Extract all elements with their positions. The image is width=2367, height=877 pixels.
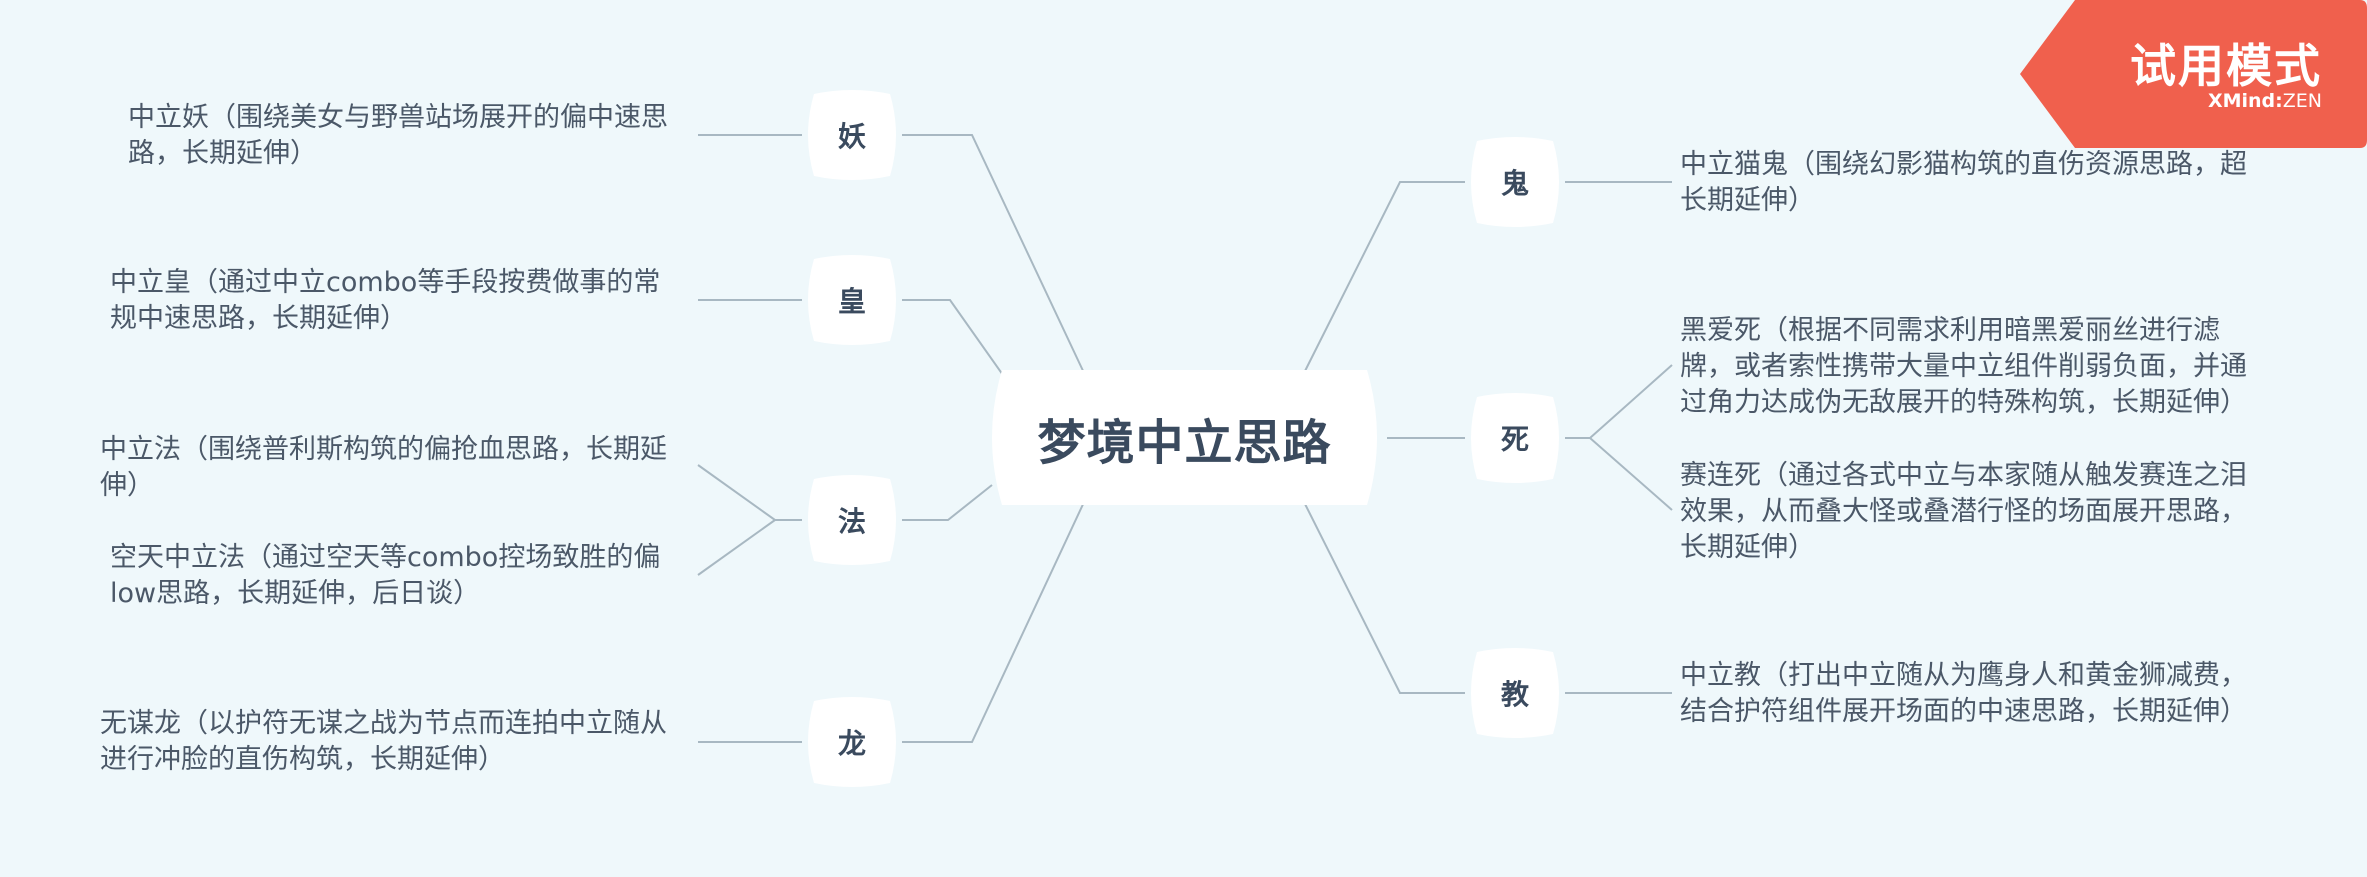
leaf-jiao-1[interactable]: 中立教（打出中立随从为鹰身人和黄金狮减费， 结合护符组件展开场面的中速思路，长期…	[1680, 660, 2247, 727]
branch-shape	[808, 255, 896, 345]
branch-huang[interactable]: 皇	[802, 255, 902, 345]
branch-fa[interactable]: 法	[802, 475, 902, 565]
brand-separator: :	[2275, 90, 2283, 112]
connector-root-long	[902, 499, 1086, 743]
connector-si-leaf-1	[1565, 364, 1673, 439]
badge-shape	[2020, 0, 2367, 148]
branch-shape	[1471, 393, 1559, 483]
leaf-fa-1[interactable]: 中立法（围绕普利斯构筑的偏抢血思路，长期延 伸）	[100, 434, 667, 501]
connector-root-huang	[902, 299, 1011, 386]
branch-label-gui: 鬼	[1500, 167, 1529, 200]
connector-root-yao	[902, 134, 1086, 376]
trial-mode-badge[interactable]: 试用模式 XMind:ZEN	[2020, 0, 2367, 148]
branch-shape	[808, 90, 896, 180]
root-topic[interactable]: 梦境中立思路	[982, 370, 1387, 505]
connector-root-jiao	[1302, 499, 1465, 694]
branch-label-huang: 皇	[837, 285, 866, 318]
brand-name: XMind	[2207, 90, 2276, 112]
xmind-zen-logo: XMind:ZEN	[2208, 90, 2322, 112]
branch-label-fa: 法	[837, 505, 866, 538]
connector-fa-leaf-1	[697, 464, 802, 521]
connector-root-fa	[902, 484, 993, 521]
branch-long[interactable]: 龙	[802, 697, 902, 787]
branch-shape	[808, 697, 896, 787]
brand-edition: ZEN	[2282, 90, 2322, 112]
connector-fa-leaf-2	[697, 519, 776, 576]
branch-si[interactable]: 死	[1465, 393, 1565, 483]
leaf-si-1[interactable]: 黑爱死（根据不同需求利用暗黑爱丽丝进行滤 牌，或者索性携带大量中立组件削弱负面，…	[1680, 315, 2247, 418]
branch-shape	[808, 475, 896, 565]
branch-label-yao: 妖	[837, 120, 866, 153]
branch-shape	[1471, 137, 1559, 227]
leaf-gui-1[interactable]: 中立猫鬼（围绕幻影猫构筑的直伤资源思路，超 长期延伸）	[1680, 149, 2247, 216]
leaf-si-2[interactable]: 赛连死（通过各式中立与本家随从触发赛连之泪 效果，从而叠大怪或叠潜行怪的场面展开…	[1680, 460, 2247, 563]
branch-jiao[interactable]: 教	[1465, 648, 1565, 738]
leaf-fa-2[interactable]: 空天中立法（通过空天等combo控场致胜的偏 low思路，长期延伸，后日谈）	[110, 542, 661, 609]
connector-si-leaf-2	[1589, 437, 1673, 511]
trial-mode-label: 试用模式	[2130, 39, 2322, 93]
leaf-long-1[interactable]: 无谋龙（以护符无谋之战为节点而连拍中立随从 进行冲脸的直伤构筑，长期延伸）	[100, 708, 667, 775]
branch-label-si: 死	[1500, 423, 1529, 456]
leaf-yao-1[interactable]: 中立妖（围绕美女与野兽站场展开的偏中速思 路，长期延伸）	[128, 102, 668, 169]
branch-shape	[1471, 648, 1559, 738]
branch-label-jiao: 教	[1500, 678, 1529, 711]
branch-yao[interactable]: 妖	[802, 90, 902, 180]
connector-root-gui	[1302, 181, 1465, 376]
branch-gui[interactable]: 鬼	[1465, 137, 1565, 227]
root-topic-shape	[992, 370, 1377, 505]
root-topic-title: 梦境中立思路	[1037, 414, 1332, 471]
branch-label-long: 龙	[837, 727, 866, 760]
leaf-huang-1[interactable]: 中立皇（通过中立combo等手段按费做事的常 规中速思路，长期延伸）	[110, 267, 661, 334]
